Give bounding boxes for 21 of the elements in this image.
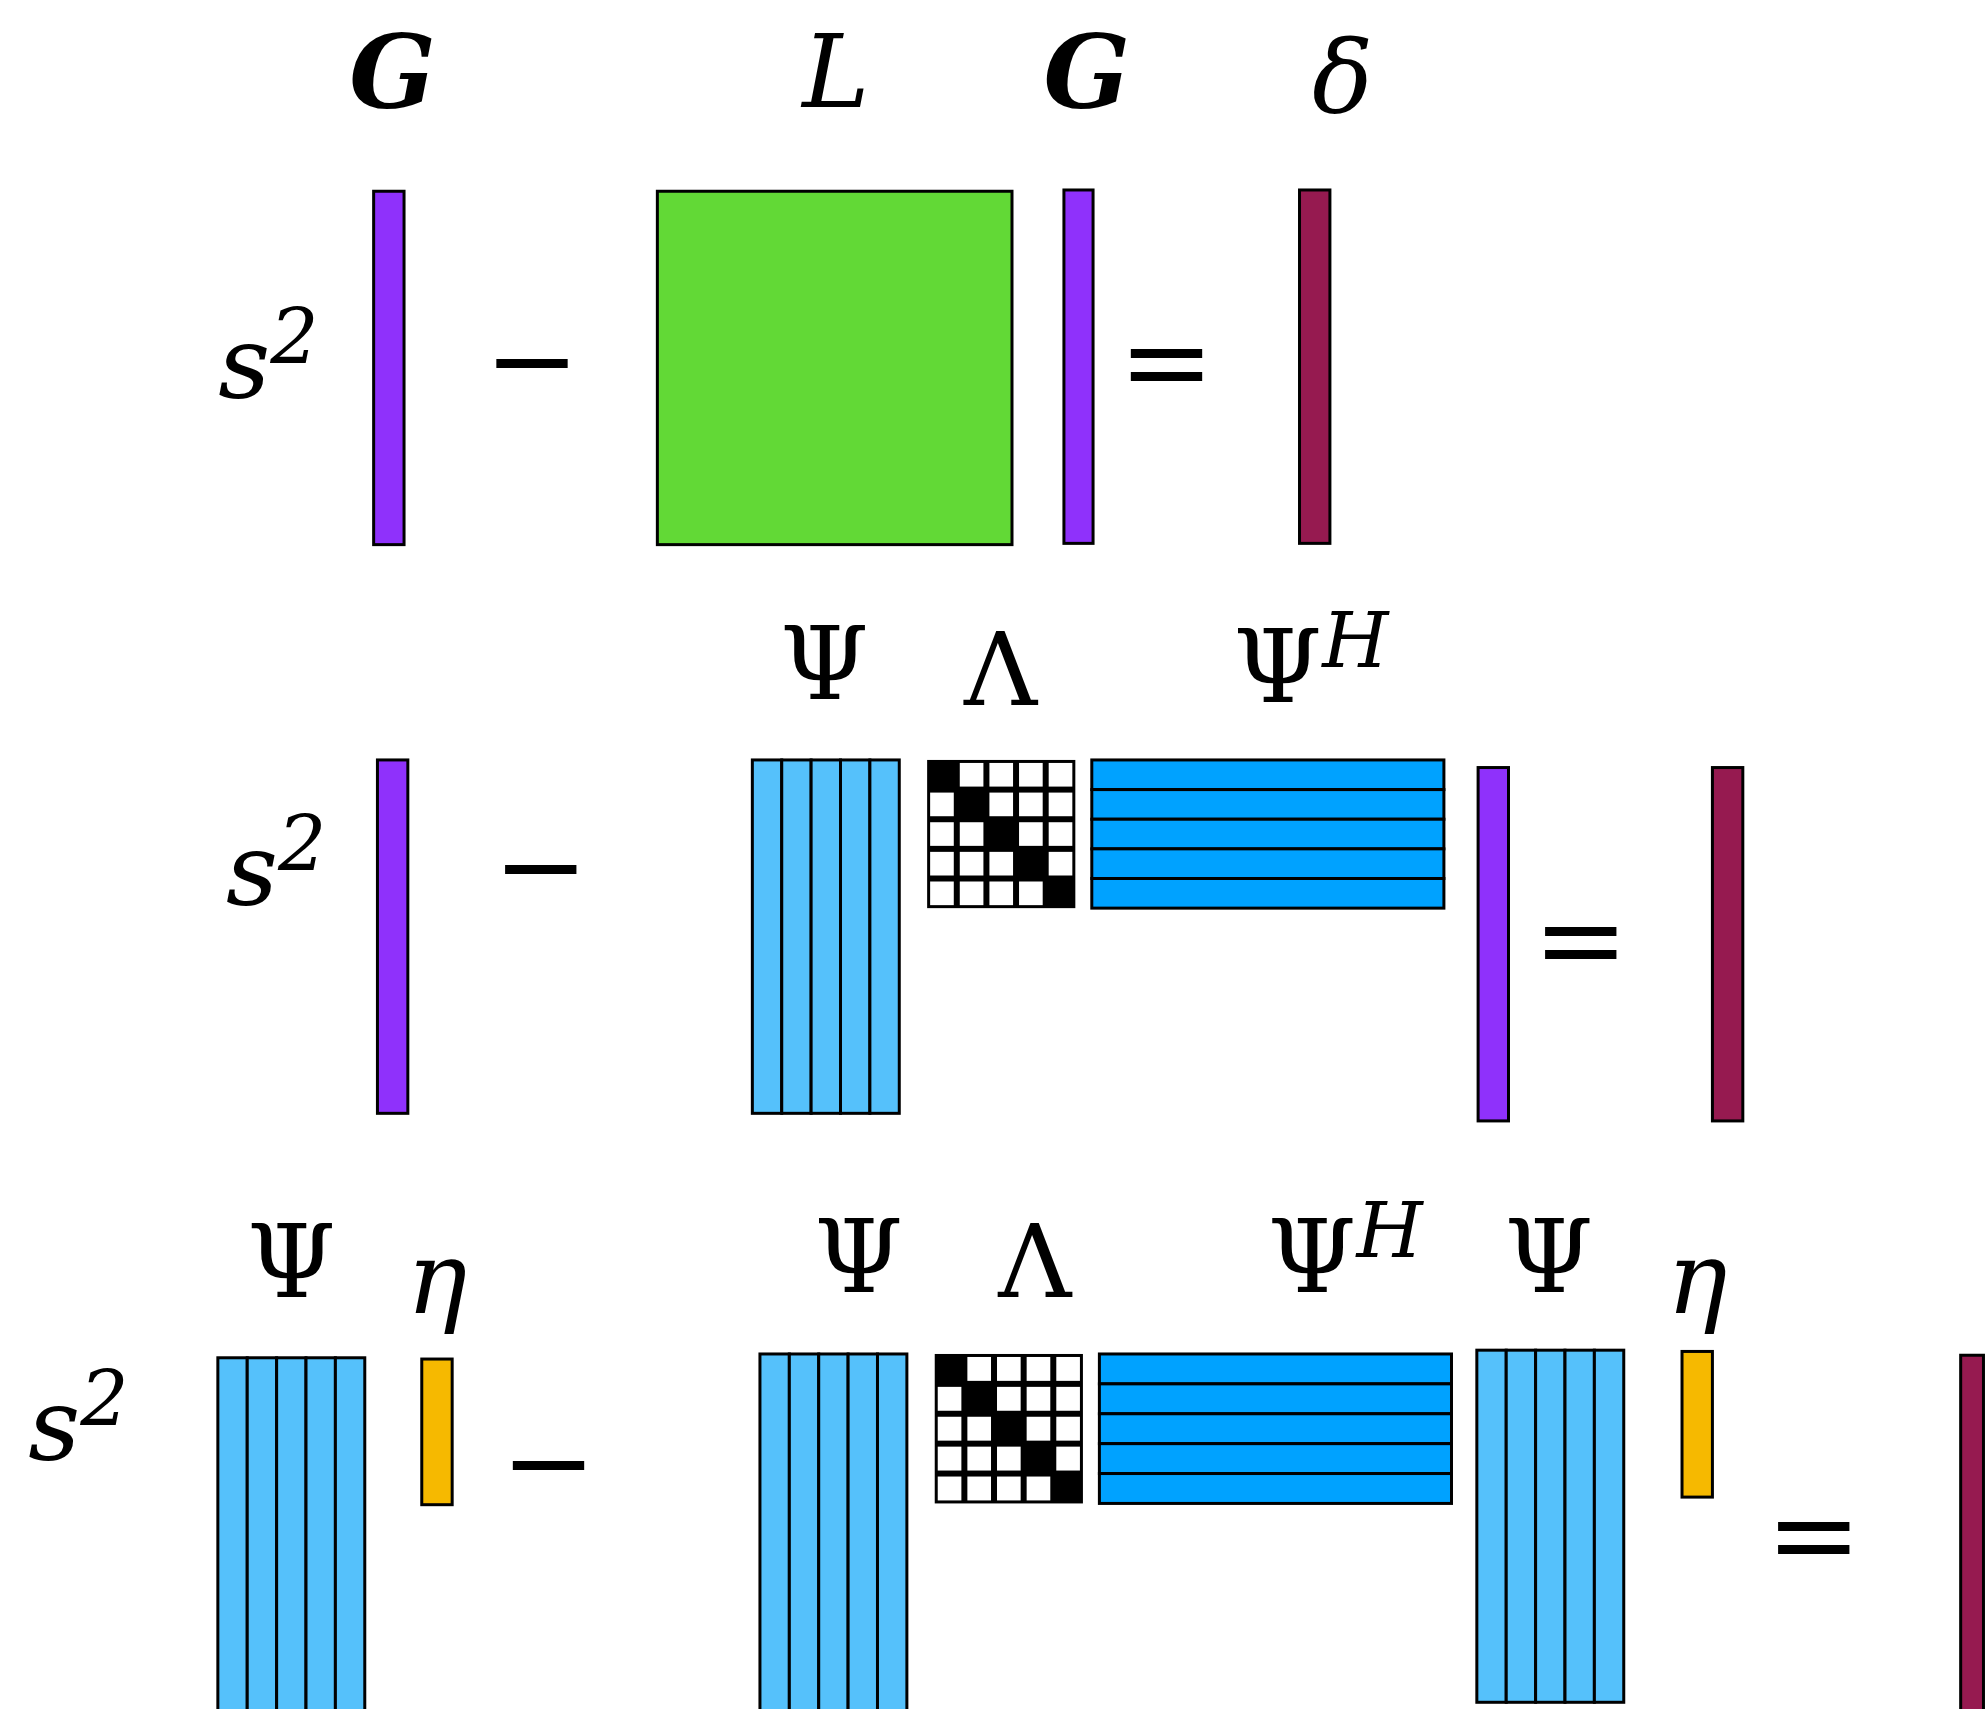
vector-symbol: δ (1312, 27, 1374, 130)
equals-sign: = (1766, 1478, 1862, 1593)
matrix-symbol: Λ (998, 1212, 1072, 1314)
matrix-symbol: Ψ (1504, 1207, 1594, 1309)
matrix-symbol: L (802, 22, 870, 125)
matrix-symbol: Ψ (780, 614, 869, 716)
minus-sign: − (493, 809, 589, 924)
equals-sign: = (1532, 882, 1629, 997)
matrix-symbol: G (1043, 22, 1130, 125)
matrix-symbol: Ψ (814, 1207, 904, 1309)
equals-sign: = (1118, 305, 1215, 420)
matrix-symbol: Ψ (246, 1212, 336, 1314)
matrix-symbol: Λ (964, 620, 1038, 722)
matrix-symbol: G (349, 22, 436, 125)
matrix-symbol: Ψ$^{H}$ (1267, 1193, 1423, 1309)
minus-sign: − (484, 302, 580, 417)
minus-sign: − (500, 1404, 597, 1519)
scalar-term: s$^{2}$ (28, 1361, 129, 1477)
scalar-term: s$^{2}$ (225, 806, 327, 922)
scalar-term: s$^{2}$ (218, 299, 319, 415)
matrix-symbol: Ψ$^{H}$ (1233, 603, 1389, 719)
